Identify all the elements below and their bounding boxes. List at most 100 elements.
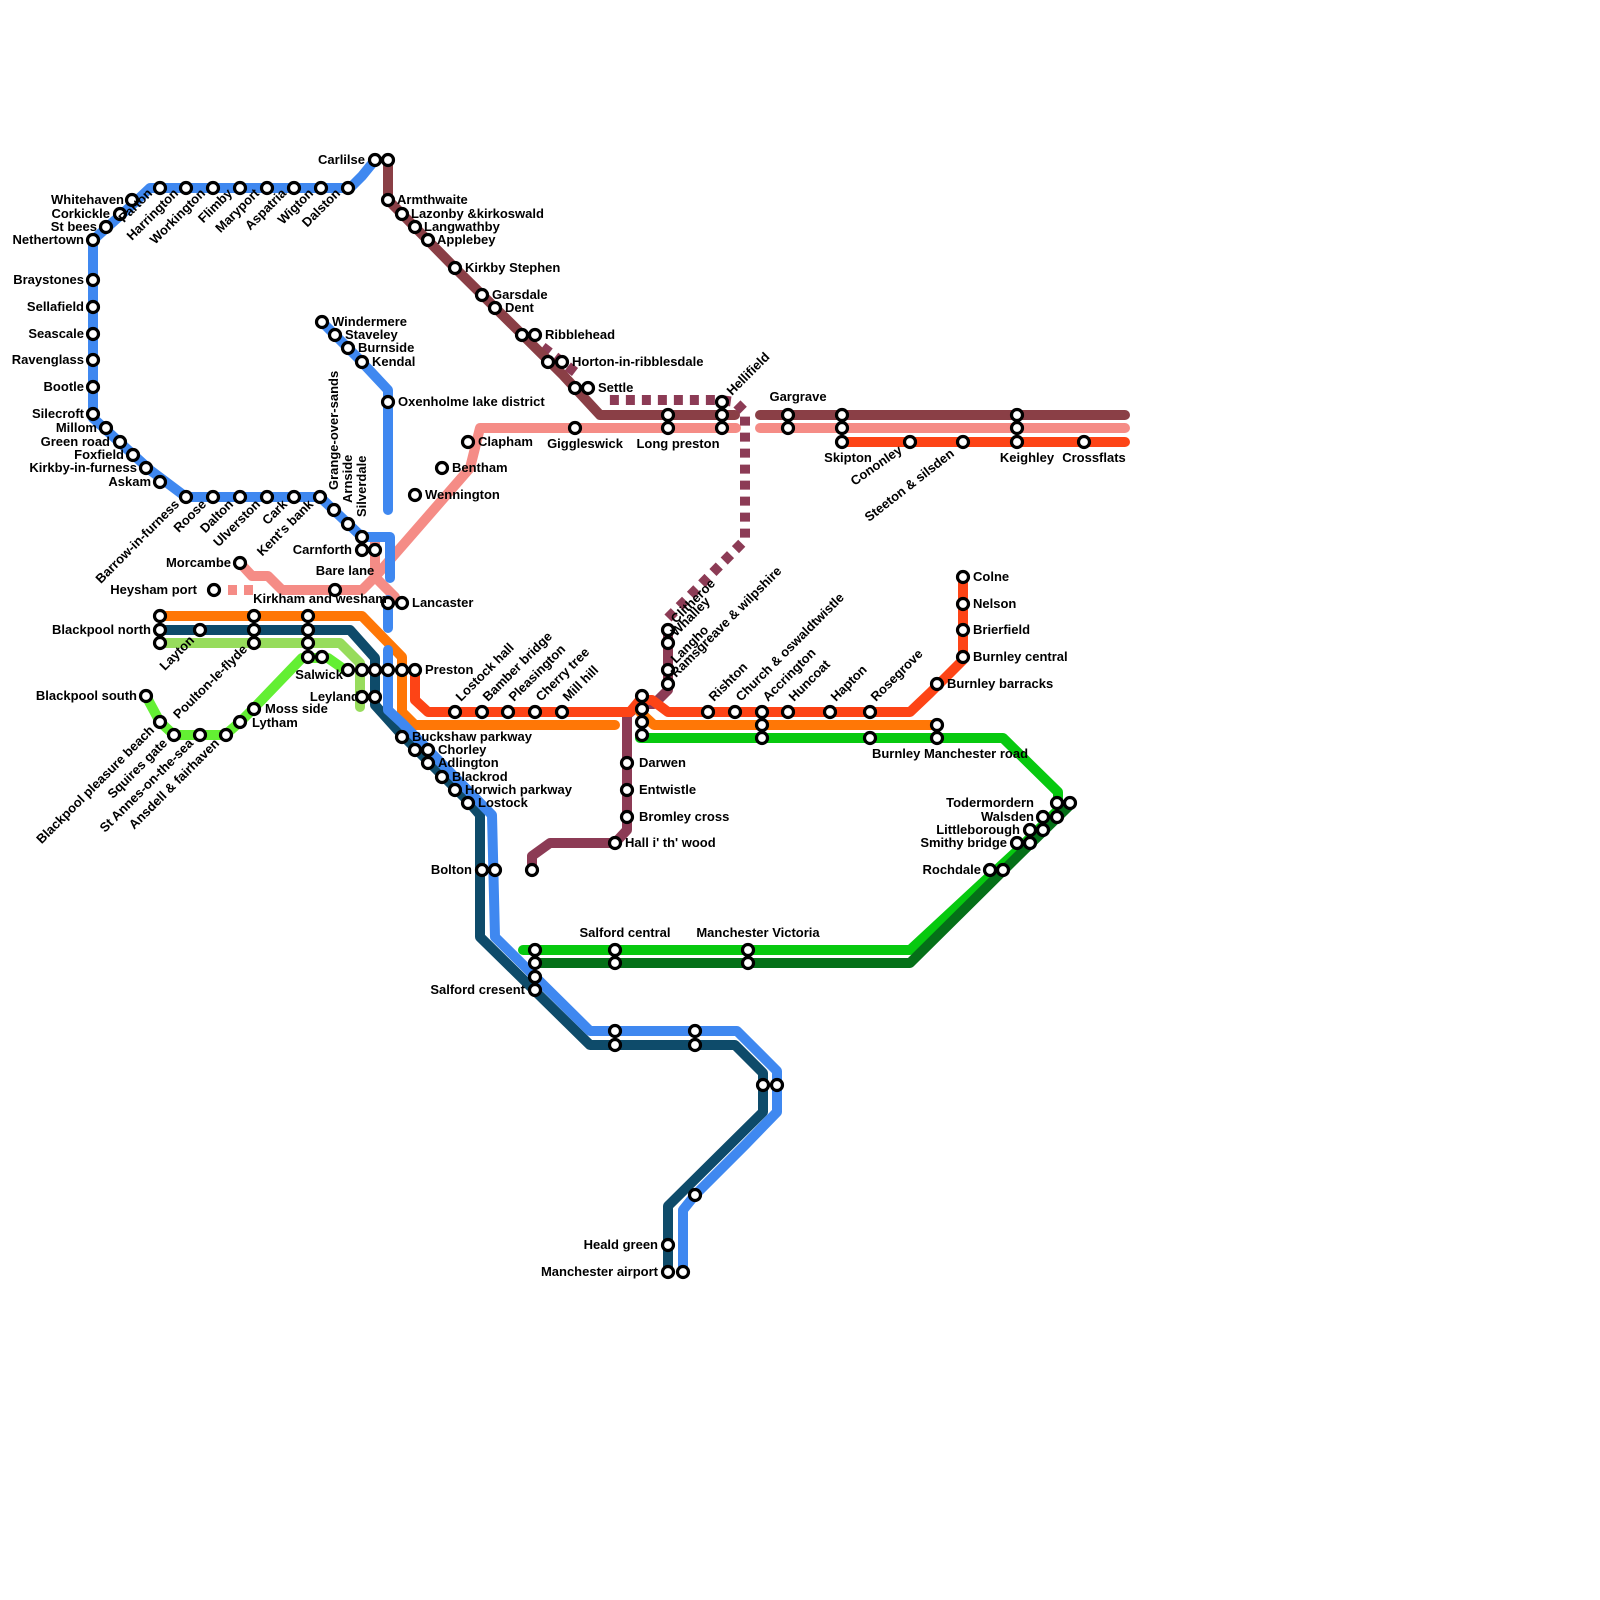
station-marker[interactable]: [754, 730, 770, 746]
station-marker[interactable]: [460, 795, 476, 811]
station-skipton[interactable]: [834, 407, 850, 450]
station-leyland[interactable]: [354, 689, 383, 705]
station-marker[interactable]: [367, 152, 383, 168]
station-marker[interactable]: [527, 982, 543, 998]
station-marker[interactable]: [740, 942, 756, 958]
station-marker[interactable]: [780, 704, 796, 720]
station-marker[interactable]: [527, 327, 543, 343]
station-lytham[interactable]: [232, 714, 248, 730]
station-parton[interactable]: [152, 180, 168, 196]
station-squires-gate[interactable]: [166, 727, 182, 743]
station-wigton[interactable]: [313, 180, 329, 196]
station-marker[interactable]: [619, 809, 635, 825]
station-flimby[interactable]: [232, 180, 248, 196]
station-marker[interactable]: [380, 662, 396, 678]
station-marker[interactable]: [98, 219, 114, 235]
station-marker[interactable]: [367, 689, 383, 705]
station-buckshaw-parkway[interactable]: [394, 729, 410, 745]
station-marker[interactable]: [527, 704, 543, 720]
station-marker[interactable]: [152, 622, 168, 638]
station-marker[interactable]: [340, 516, 356, 532]
station-marker[interactable]: [834, 420, 850, 436]
station-accrington[interactable]: [754, 704, 770, 746]
station-lazonby-kirkoswald[interactable]: [394, 206, 410, 222]
station-marker[interactable]: [487, 300, 503, 316]
station-marker[interactable]: [286, 180, 302, 196]
station-marker[interactable]: [660, 1264, 676, 1280]
station-marker[interactable]: [862, 730, 878, 746]
station-dent[interactable]: [487, 300, 503, 316]
station-marker[interactable]: [380, 152, 396, 168]
station-marker[interactable]: [434, 769, 450, 785]
station-lancaster[interactable]: [380, 595, 410, 611]
station-marker[interactable]: [98, 420, 114, 436]
station-ansdell-fairhaven[interactable]: [218, 727, 234, 743]
station-applebey[interactable]: [420, 232, 436, 248]
station-bootle[interactable]: [85, 379, 101, 395]
station-marker[interactable]: [420, 232, 436, 248]
station-marker[interactable]: [780, 420, 796, 436]
station-corkickle[interactable]: [112, 206, 128, 222]
station-marker[interactable]: [1009, 835, 1025, 851]
station-marker[interactable]: [394, 662, 410, 678]
station-marker[interactable]: [192, 727, 208, 743]
station-salwick[interactable]: [340, 662, 356, 678]
station-marker[interactable]: [554, 354, 570, 370]
station-marker[interactable]: [955, 569, 971, 585]
station-pleasington[interactable]: [500, 704, 516, 720]
station-marker[interactable]: [527, 969, 543, 985]
station-marker[interactable]: [232, 714, 248, 730]
station-ravenglass[interactable]: [85, 352, 101, 368]
station-st-annes-on-the-sea[interactable]: [192, 727, 208, 743]
station-marker[interactable]: [1009, 407, 1025, 423]
station-marker[interactable]: [607, 835, 623, 851]
station-nethertown[interactable]: [85, 232, 101, 248]
station-marker[interactable]: [326, 502, 342, 518]
station-mill-hill[interactable]: [554, 704, 570, 720]
station-st-bees[interactable]: [98, 219, 114, 235]
station-marker[interactable]: [580, 380, 596, 396]
station-marker[interactable]: [152, 474, 168, 490]
station-marker[interactable]: [567, 420, 583, 436]
station-marker[interactable]: [394, 729, 410, 745]
station-keighley[interactable]: [1009, 407, 1025, 450]
station-preston[interactable]: [354, 662, 423, 678]
station-marker[interactable]: [1035, 809, 1051, 825]
station-marker[interactable]: [619, 755, 635, 771]
station-marker[interactable]: [354, 542, 370, 558]
station-marker[interactable]: [1076, 434, 1092, 450]
station-marker[interactable]: [340, 180, 356, 196]
station-morcambe[interactable]: [232, 555, 248, 571]
station-dalton[interactable]: [232, 489, 248, 505]
station-manchester-victoria[interactable]: [740, 942, 756, 971]
station-workington[interactable]: [205, 180, 221, 196]
station-harrington[interactable]: [178, 180, 194, 196]
station-marker[interactable]: [955, 649, 971, 665]
station-marker[interactable]: [354, 354, 370, 370]
station-silecroft[interactable]: [85, 406, 101, 422]
station-marker[interactable]: [982, 862, 998, 878]
station-heald-green[interactable]: [660, 1237, 676, 1253]
station-marker[interactable]: [112, 206, 128, 222]
station-walsden[interactable]: [1035, 809, 1065, 825]
station-marker[interactable]: [327, 582, 343, 598]
station-blackrod[interactable]: [434, 769, 450, 785]
station-marker[interactable]: [607, 955, 623, 971]
station-marker[interactable]: [152, 714, 168, 730]
station-marker[interactable]: [394, 595, 410, 611]
station-manchester-airport[interactable]: [660, 1264, 691, 1280]
station-marker[interactable]: [85, 406, 101, 422]
station-marker[interactable]: [754, 717, 770, 733]
station-marker[interactable]: [300, 649, 316, 665]
station-marker[interactable]: [246, 635, 262, 651]
station-marker[interactable]: [246, 701, 262, 717]
station-marker[interactable]: [660, 1237, 676, 1253]
station-marker[interactable]: [367, 542, 383, 558]
station-marker[interactable]: [714, 394, 730, 410]
station-marker[interactable]: [955, 622, 971, 638]
station-marker[interactable]: [474, 704, 490, 720]
interchange-marker[interactable]: [755, 1077, 771, 1093]
station-marker[interactable]: [487, 862, 503, 878]
interchange-marker[interactable]: [687, 1187, 703, 1203]
station-rochdale[interactable]: [982, 862, 1011, 878]
